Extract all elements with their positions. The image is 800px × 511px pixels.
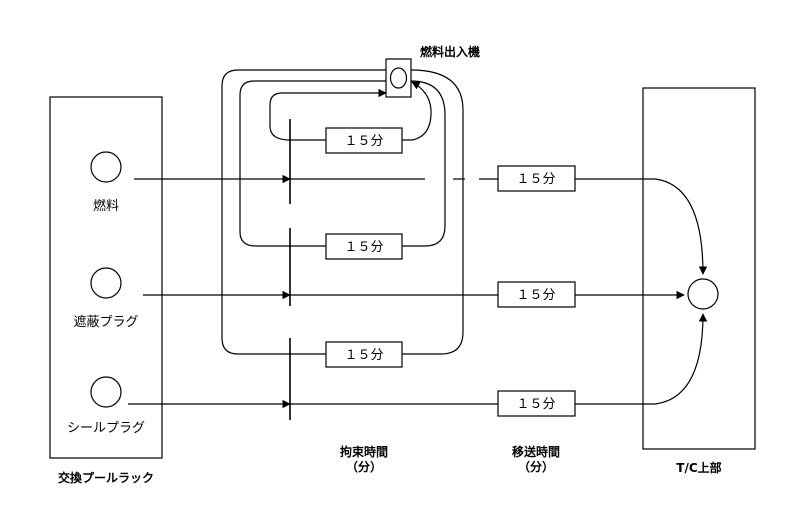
transfer-time-1: １５分: [516, 172, 555, 187]
tc-target-circle: [687, 278, 719, 310]
restraint-time-label: 拘束時間: [340, 444, 388, 459]
fuel-circle: [90, 151, 122, 183]
fuel-label: 燃料: [93, 198, 119, 214]
flow-to-tc-1: [575, 178, 708, 275]
transfer-time-box-3: [497, 390, 576, 417]
seal-plug-label: シールプラグ: [67, 421, 145, 436]
transfer-time-box-1: [497, 165, 576, 192]
restraint-time-unit: （分）: [346, 459, 382, 474]
tc-upper-panel: [642, 87, 756, 450]
restraint-time-1: １５分: [344, 134, 383, 149]
fuel-handling-machine-label: 燃料出入機: [420, 44, 480, 59]
loop-middle-left: [239, 80, 386, 247]
transfer-time-label: 移送時間: [512, 444, 560, 459]
shield-plug-label: 遮蔽プラグ: [73, 314, 138, 330]
exchange-pool-rack-title: 交換プールラック: [58, 470, 154, 485]
tc-upper-title: T/C上部: [676, 460, 721, 475]
loop-inner-right: [402, 81, 432, 141]
loop-inner-left: [269, 88, 387, 141]
transfer-time-unit: （分）: [518, 459, 554, 474]
transfer-time-box-2: [497, 281, 576, 308]
fuel-handling-machine-icon: [389, 67, 408, 89]
loop-outer-left: [221, 69, 386, 355]
seal-plug-circle: [90, 376, 122, 408]
restraint-time-2: １５分: [344, 240, 383, 255]
restraint-time-box-2: [325, 233, 403, 260]
shield-plug-circle: [90, 267, 122, 299]
transfer-time-3: １５分: [516, 397, 555, 412]
flow-to-tc-3: [575, 313, 708, 405]
loop-middle-right: [402, 80, 446, 247]
transfer-time-2: １５分: [516, 288, 555, 303]
restraint-time-3: １５分: [344, 348, 383, 363]
loop-outer-right: [402, 69, 464, 355]
